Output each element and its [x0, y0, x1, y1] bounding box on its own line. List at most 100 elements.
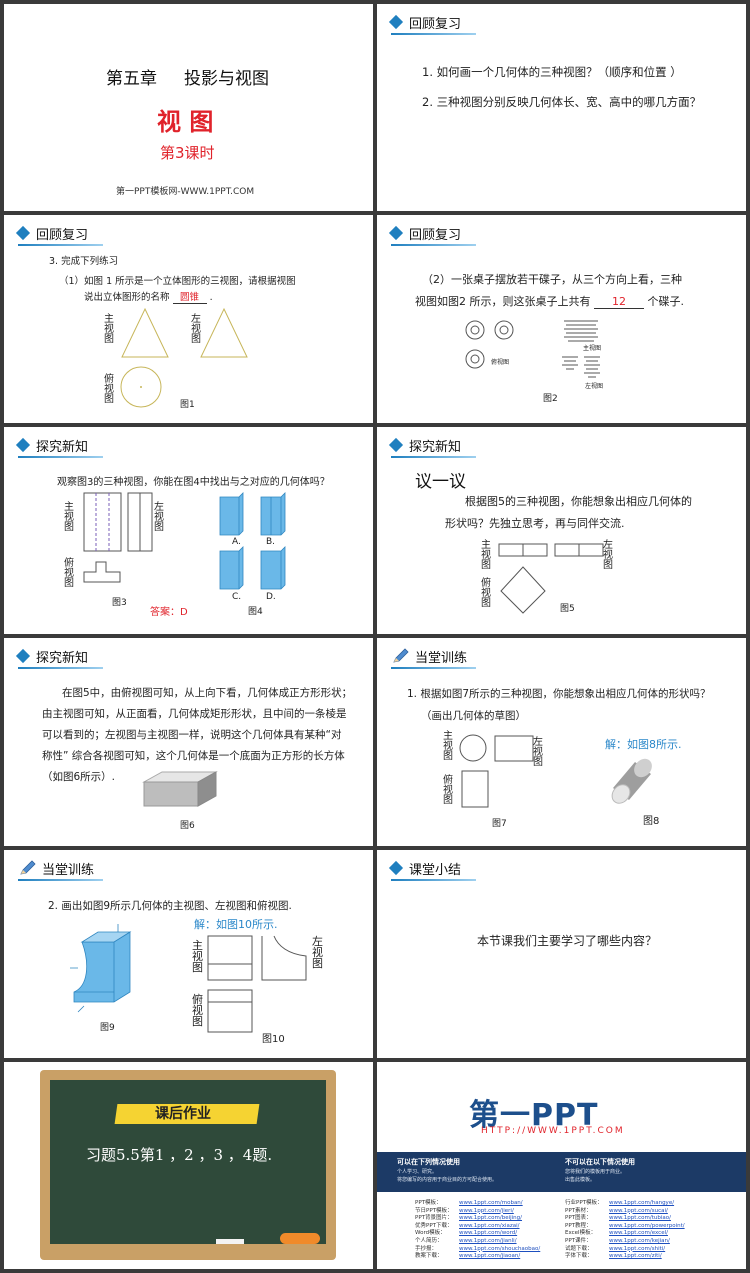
slide-homework[interactable]: 课后作业 习题5.5第1 ，2 ，3 ，4题.: [4, 1062, 373, 1269]
eraser-icon: [280, 1233, 320, 1244]
header-label: 回顾复习: [409, 227, 462, 243]
front-left-views: [83, 492, 153, 552]
diamond-icon: [388, 437, 404, 453]
link-row[interactable]: 优秀PPT下载：www.1ppt.com/xiazai/: [415, 1222, 520, 1229]
question-line: （2）一张桌子摆放若干碟子，从三个方向上看，三种: [422, 273, 682, 286]
chalkboard-frame: [40, 1070, 336, 1260]
chalk-icon: [216, 1239, 244, 1244]
header-underline: [391, 667, 476, 669]
homework-banner-text: 课后作业: [155, 1106, 211, 1122]
link-row[interactable]: 试题下载：www.1ppt.com/shiti/: [565, 1245, 666, 1252]
solid-options: [219, 492, 286, 590]
answer-text: 答案：D: [150, 607, 188, 618]
exercise-text: .: [209, 292, 213, 303]
left-view-label: 左视图: [191, 314, 201, 345]
link-row[interactable]: PPT背景图片：www.1ppt.com/beijing/: [415, 1215, 523, 1222]
slide-review-1[interactable]: 回顾复习 1. 如何画一个几何体的三种视图？（顺序和位置 ） 2. 三种视图分别…: [377, 4, 746, 211]
section-header: 探究新知: [15, 434, 89, 456]
front-view-label: 主视图: [192, 939, 203, 974]
link-row[interactable]: 行业PPT模板：www.1ppt.com/hangye/: [565, 1200, 675, 1206]
link-row[interactable]: Word模板：www.1ppt.com/word/: [415, 1230, 518, 1237]
section-header: 课堂小结: [388, 857, 462, 879]
link-row[interactable]: PPT教程：www.1ppt.com/powerpoint/: [565, 1222, 685, 1229]
slide-summary[interactable]: 课堂小结 本节课我们主要学习了哪些内容？: [377, 850, 746, 1058]
diamond-icon: [15, 225, 31, 241]
brand-url[interactable]: HTTP://WWW.1PPT.COM: [481, 1126, 625, 1136]
chapter-number: 第五章: [106, 69, 157, 89]
slide-explore-2[interactable]: 探究新知 议一议 根据图5的三种视图，你能想象出相应几何体的 形状吗？先独立思考…: [377, 427, 746, 634]
header-label: 课堂小结: [409, 862, 462, 878]
cylinder-figure: [611, 758, 652, 804]
explanation-line: 由主视图可知，从正面看，几何体成矩形形状，且中间的一条棱是: [42, 708, 347, 720]
top-view-label: 俯视图: [481, 578, 491, 609]
link-row[interactable]: 个人简历：www.1ppt.com/jianli/: [415, 1237, 517, 1244]
left-view-caption: 左视图: [585, 383, 604, 390]
diamond-icon: [15, 648, 31, 664]
question-text: 观察图3的三种视图，你能在图4中找出与之对应的几何体吗？: [57, 477, 330, 488]
header-underline: [18, 456, 103, 458]
top-view-label: 俯视图: [192, 993, 203, 1028]
link-row[interactable]: PPT图表：www.1ppt.com/tubiao/: [565, 1215, 671, 1222]
link-row[interactable]: 手抄报：www.1ppt.com/shouchaobao/: [415, 1245, 541, 1252]
front-left-views: [459, 734, 534, 762]
plate-stacks: [562, 320, 600, 378]
figure-caption: 图6: [180, 821, 195, 831]
explanation-line: 称性” 综合各视图可知，这个几何体是一个底面为正方形的长方体: [42, 750, 345, 762]
summary-question: 本节课我们主要学习了哪些内容？: [477, 934, 658, 948]
top-view-shape: [83, 561, 121, 583]
explanation-line: （如图6所示）.: [42, 771, 116, 783]
figure-7-caption: 图7: [492, 819, 507, 829]
question-1: 1. 如何画一个几何体的三种视图？（顺序和位置 ）: [422, 65, 682, 79]
front-view-triangle: [121, 307, 169, 358]
discussion-line: 根据图5的三种视图，你能想象出相应几何体的: [465, 495, 692, 508]
link-row[interactable]: 字体下载：www.1ppt.com/ziti/: [565, 1253, 662, 1260]
option-label: A.: [232, 537, 241, 547]
question-text: 视图如图2 所示，则这张桌子上共有: [415, 295, 591, 308]
question-line: 视图如图2 所示，则这张桌子上共有 12 个碟子.: [415, 293, 684, 309]
section-header: 回顾复习: [15, 222, 89, 244]
slide-explore-1[interactable]: 探究新知 观察图3的三种视图，你能在图4中找出与之对应的几何体吗？ 主视图 左视…: [4, 427, 373, 634]
slide-title[interactable]: 第五章 投影与视图 视 图 第3课时 第一PPT模板网-WWW.1PPT.COM: [4, 4, 373, 211]
front-view-label: 主视图: [481, 540, 491, 571]
pencil-icon: [393, 648, 409, 663]
diamond-icon: [388, 14, 404, 30]
lesson-number: 第3课时: [160, 144, 215, 162]
answer-plates: 12: [594, 295, 644, 309]
slide-credits[interactable]: 第一PPT HTTP://WWW.1PPT.COM 可以在下列情况使用 个人学习…: [377, 1062, 746, 1269]
header-underline: [391, 879, 476, 881]
link-row[interactable]: Excel模板：www.1ppt.com/excel/: [565, 1230, 668, 1237]
figure-3-caption: 图3: [112, 598, 127, 608]
link-row[interactable]: PPT课件：www.1ppt.com/kejian/: [565, 1237, 670, 1244]
section-header: 探究新知: [388, 434, 461, 456]
top-view-label: 俯视图: [64, 558, 74, 589]
header-label: 回顾复习: [36, 227, 89, 243]
slide-review-2[interactable]: 回顾复习 3. 完成下列练习 （1）如图 1 所示是一个立体图形的三视图，请根据…: [4, 215, 373, 423]
header-label: 探究新知: [36, 650, 89, 666]
slide-practice-1[interactable]: 当堂训练 1. 根据如图7所示的三种视图，你能想象出相应几何体的形状吗？ （画出…: [377, 638, 746, 846]
front-view-caption: 主视图: [583, 345, 602, 352]
question-2: 2. 三种视图分别反映几何体长、宽、高中的哪几方面？: [422, 95, 702, 109]
discussion-title: 议一议: [415, 472, 466, 492]
link-row[interactable]: PPT素材：www.1ppt.com/sucai/: [565, 1207, 668, 1214]
header-underline: [18, 879, 103, 881]
forbidden-item: 出售此模板。: [565, 1177, 596, 1183]
link-row[interactable]: 节日PPT模板：www.1ppt.com/jieri/: [415, 1207, 514, 1214]
diamond-icon: [388, 225, 404, 241]
question-line: 1. 根据如图7所示的三种视图，你能想象出相应几何体的形状吗？: [407, 688, 711, 700]
header-label: 回顾复习: [409, 16, 462, 32]
allowed-item: 个人学习、研究。: [397, 1169, 438, 1175]
slide-review-3[interactable]: 回顾复习 （2）一张桌子摆放若干碟子，从三个方向上看，三种 视图如图2 所示，则…: [377, 215, 746, 423]
header-label: 探究新知: [36, 439, 89, 455]
exercise-title: 3. 完成下列练习: [49, 256, 119, 267]
slide-practice-2[interactable]: 当堂训练 2. 画出如图9所示几何体的主视图、左视图和俯视图. 图9 解：如图1…: [4, 850, 373, 1058]
link-row[interactable]: 教案下载：www.1ppt.com/jiaoan/: [415, 1253, 521, 1260]
exercise-line: （1）如图 1 所示是一个立体图形的三视图，请根据视图: [59, 276, 296, 287]
section-header: 探究新知: [15, 645, 89, 667]
slide-explore-3[interactable]: 探究新知 在图5中，由俯视图可知，从上向下看，几何体成正方形形状； 由主视图可知…: [4, 638, 373, 846]
front-view-label: 主视图: [64, 502, 74, 533]
link-list-left: PPT模板：www.1ppt.com/moban/ 节日PPT模板：www.1p…: [415, 1200, 540, 1261]
allowed-title: 可以在下列情况使用: [397, 1158, 460, 1166]
lesson-title: 视 图: [157, 108, 214, 136]
section-header: 当堂训练: [18, 857, 94, 879]
link-row[interactable]: PPT模板：www.1ppt.com/moban/: [415, 1200, 523, 1206]
